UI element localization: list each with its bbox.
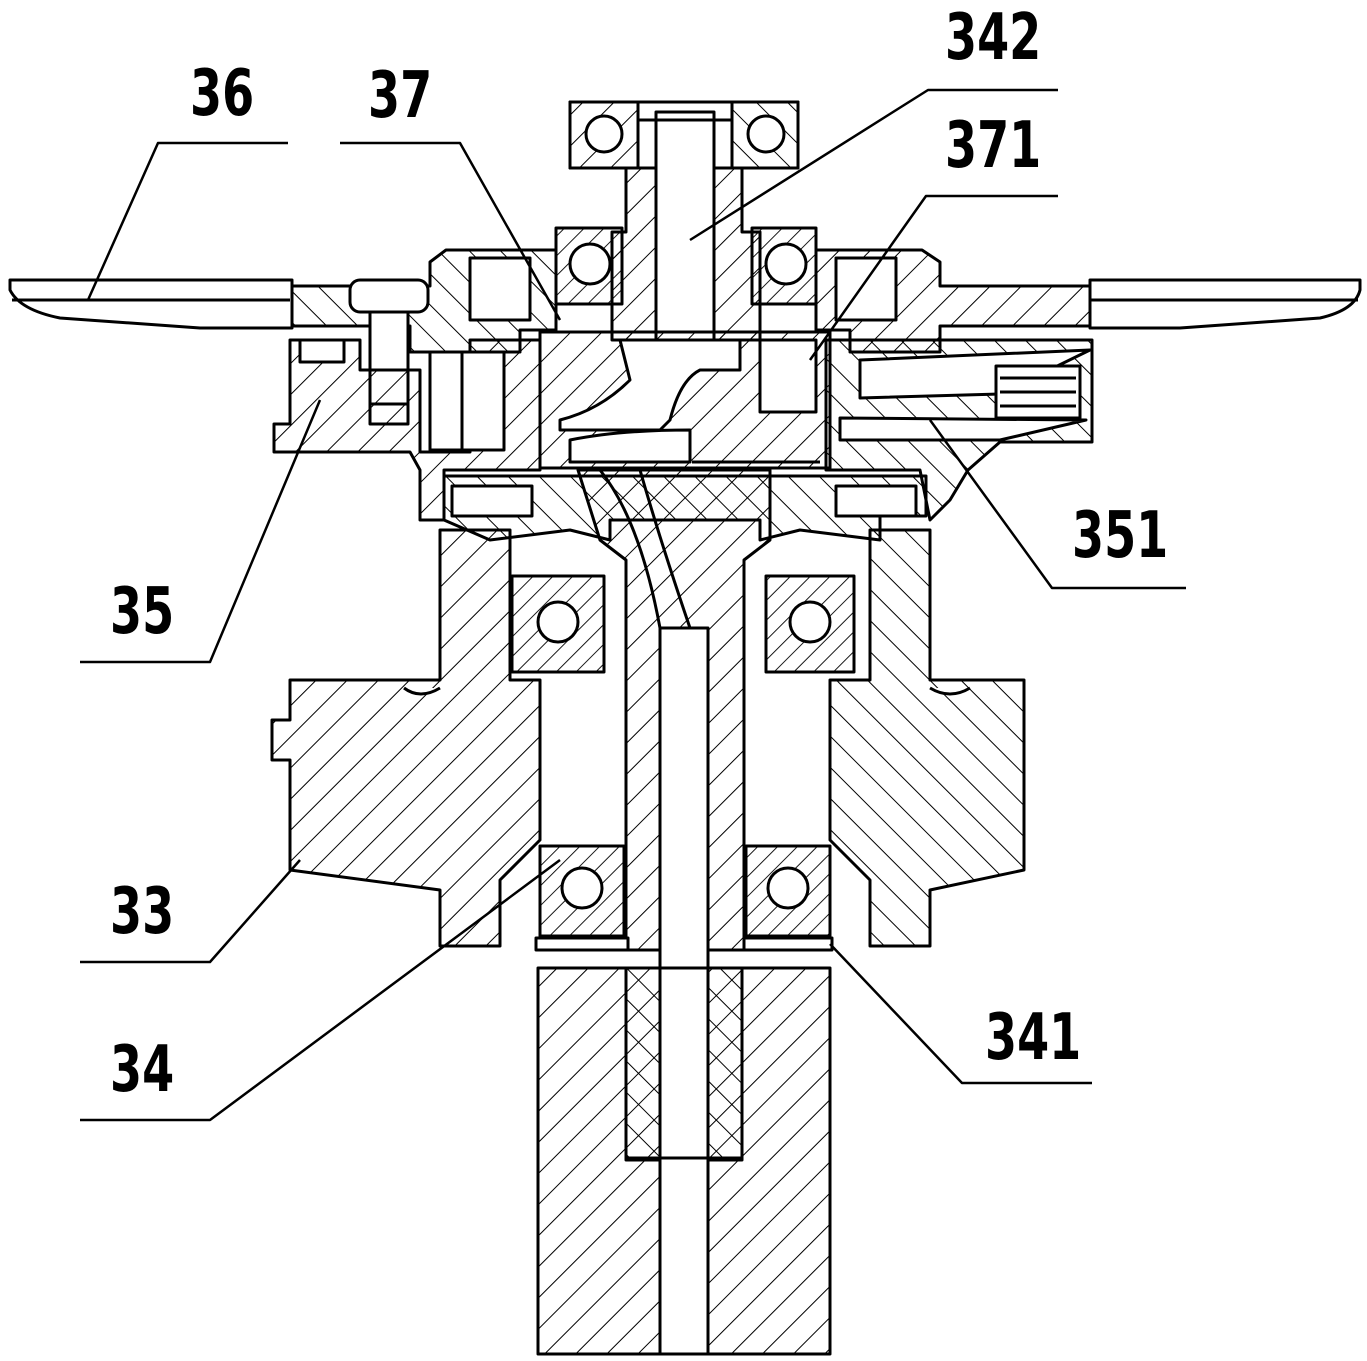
label-351: 351 — [1072, 499, 1169, 573]
label-34: 34 — [110, 1033, 175, 1107]
leader-lines — [80, 88, 1186, 1122]
label-33: 33 — [110, 875, 175, 949]
label-341: 341 — [985, 1001, 1082, 1075]
label-36: 36 — [190, 57, 255, 131]
turntable-36 — [8, 278, 1362, 330]
main-housing-33 — [270, 528, 1026, 948]
label-342: 342 — [945, 1, 1042, 75]
label-35: 35 — [110, 575, 175, 649]
central-rotor-371 — [538, 330, 832, 470]
body-35 — [272, 338, 1094, 522]
shaft-bearings — [510, 574, 856, 952]
label-371: 371 — [945, 109, 1042, 183]
label-37: 37 — [368, 59, 433, 133]
lower-sleeve — [536, 966, 832, 1356]
bolt — [348, 278, 430, 426]
